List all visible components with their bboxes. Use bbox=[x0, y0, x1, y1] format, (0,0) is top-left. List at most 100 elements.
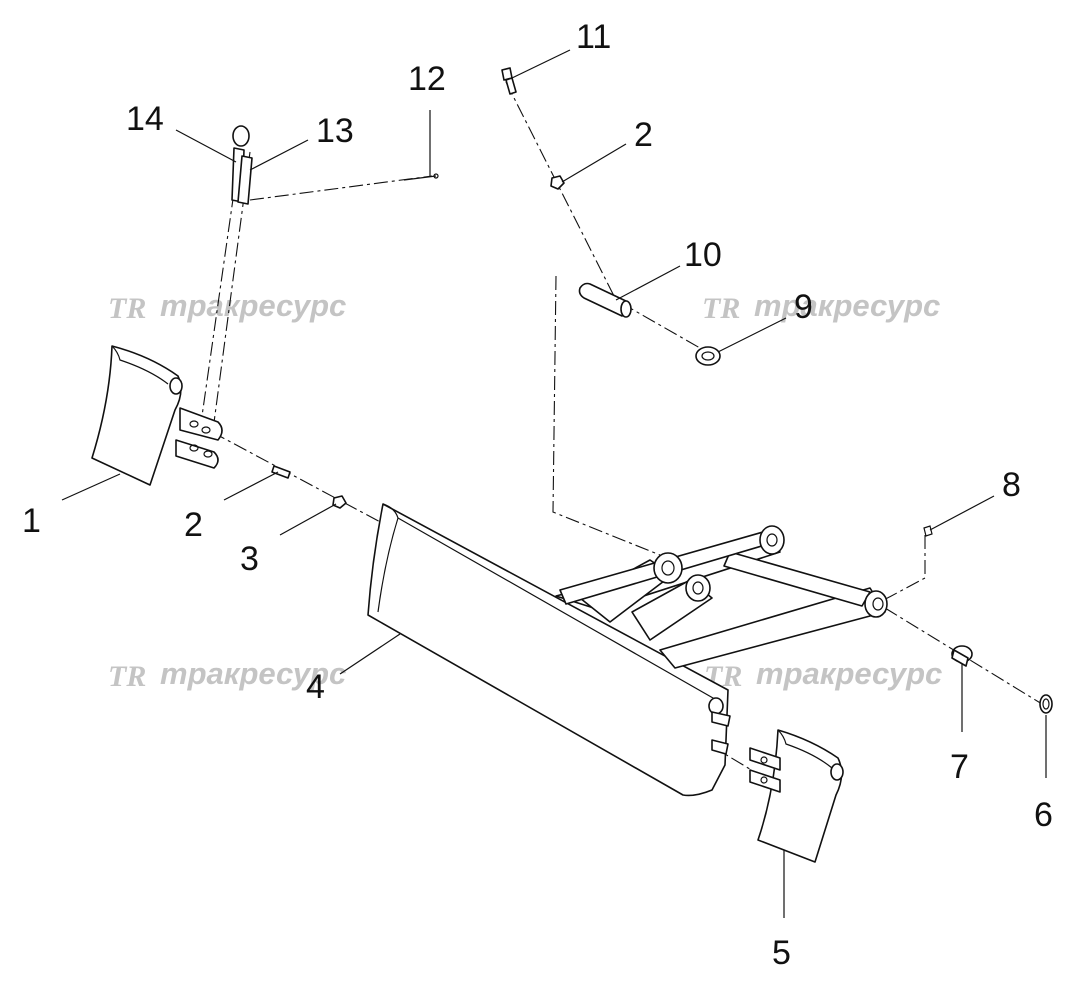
washer-9-outer bbox=[695, 346, 721, 366]
leader-11 bbox=[511, 49, 571, 79]
frame-eye-top bbox=[759, 525, 785, 555]
blade-bracket bbox=[711, 739, 729, 755]
cotter-pin-12-shape bbox=[403, 175, 437, 181]
cotter-pin-12-head bbox=[433, 173, 439, 179]
right-endbit-edge bbox=[777, 729, 833, 769]
left-endbit-bracket-hole-2 bbox=[201, 426, 211, 434]
spacer-7-body bbox=[951, 649, 969, 667]
part-nut-2-top bbox=[550, 175, 565, 190]
bolt-2-lower-shape bbox=[271, 465, 291, 479]
right-endbit-hole bbox=[830, 763, 844, 781]
left-endbit-edge bbox=[111, 345, 169, 385]
left-endbit-bracket-hole-4 bbox=[203, 450, 213, 458]
frame-eye-left bbox=[653, 552, 683, 584]
left-endbit-bracket-top bbox=[179, 407, 223, 441]
callout-2-top: 2 bbox=[634, 116, 653, 154]
leader-13 bbox=[249, 139, 309, 171]
frame-eye-top-hole bbox=[766, 533, 778, 547]
callout-12: 12 bbox=[408, 60, 446, 98]
leader-4 bbox=[339, 633, 401, 675]
right-endbit-bracket-bottom bbox=[749, 769, 781, 793]
callout-7: 7 bbox=[950, 748, 969, 786]
callout-6: 6 bbox=[1034, 796, 1053, 834]
frame-eye-right-hole bbox=[872, 597, 884, 611]
left-endbit-bracket-bottom bbox=[175, 439, 219, 469]
left-endbit-bracket-hole bbox=[189, 420, 199, 428]
watermark-bottom-right: TR тракресурс bbox=[704, 656, 942, 693]
leader-9 bbox=[717, 317, 787, 353]
part-left-endbit bbox=[91, 345, 223, 486]
right-endbit-bracket-top bbox=[749, 747, 781, 771]
ring-6-outer bbox=[1039, 694, 1053, 714]
left-endbit-body bbox=[91, 345, 182, 486]
frame-eye-left-hole bbox=[661, 560, 675, 576]
watermark-bottom-left: TR тракресурс bbox=[108, 656, 346, 693]
callout-13: 13 bbox=[316, 112, 354, 150]
frame-cross-tube bbox=[723, 551, 871, 607]
leader-1 bbox=[61, 473, 121, 501]
part-bolt-11 bbox=[501, 67, 517, 95]
callout-8: 8 bbox=[1002, 466, 1021, 504]
frame-eye-mid bbox=[685, 574, 711, 602]
part-clip-8 bbox=[923, 525, 933, 537]
watermark-top-left: TR тракресурс bbox=[108, 288, 346, 325]
pin-10-end bbox=[620, 300, 632, 318]
blade-top-edge bbox=[382, 503, 721, 703]
leader-3 bbox=[279, 503, 337, 536]
callout-5: 5 bbox=[772, 934, 791, 972]
blade-bracket-upper bbox=[711, 711, 731, 727]
part-right-endbit bbox=[749, 729, 844, 863]
axis-pivot-bolt bbox=[211, 431, 385, 525]
frame-eye-right bbox=[864, 590, 888, 618]
callout-14: 14 bbox=[126, 100, 164, 138]
part-washer-9 bbox=[695, 346, 721, 366]
part-bolt-2-lower bbox=[271, 465, 291, 479]
watermark-top-right: TR тракресурс bbox=[702, 288, 940, 325]
watermark-text: тракресурс bbox=[160, 288, 346, 323]
watermark-text: тракресурс bbox=[754, 288, 940, 323]
watermark-logo: TR bbox=[108, 292, 146, 325]
part-cotter-pin-12 bbox=[403, 173, 439, 181]
axis-upper-bolt bbox=[505, 81, 701, 349]
left-endbit-hole bbox=[169, 377, 183, 395]
callout-10: 10 bbox=[684, 236, 722, 274]
lift-pin-body-2 bbox=[237, 155, 253, 205]
axis-clip bbox=[879, 535, 926, 603]
washer-9-inner bbox=[701, 351, 715, 361]
callout-4: 4 bbox=[306, 668, 325, 706]
part-blade bbox=[367, 503, 731, 797]
leader-2 bbox=[223, 471, 279, 501]
watermark-logo: TR bbox=[108, 660, 146, 693]
right-endbit-bracket-hole-2 bbox=[760, 776, 768, 784]
watermark-text: тракресурс bbox=[160, 656, 346, 691]
leader-10 bbox=[615, 265, 681, 301]
left-endbit-bracket-hole-3 bbox=[189, 444, 199, 452]
clip-8-shape bbox=[923, 525, 933, 537]
callout-numbers: 1 2 2 3 4 5 6 7 8 9 10 11 12 13 14 bbox=[22, 18, 1053, 972]
blade-end-hole bbox=[708, 697, 724, 715]
nut-3-shape bbox=[332, 495, 347, 509]
callout-9: 9 bbox=[794, 288, 813, 326]
right-endbit-bracket-hole bbox=[760, 756, 768, 764]
frame-eye-mid-hole bbox=[692, 581, 704, 595]
callout-3: 3 bbox=[240, 540, 259, 578]
watermark-text: тракресурс bbox=[756, 656, 942, 691]
leader-8 bbox=[929, 495, 995, 531]
callout-2: 2 bbox=[184, 506, 203, 544]
callout-1: 1 bbox=[22, 502, 41, 540]
leader-lines bbox=[61, 49, 1047, 918]
part-nut-3 bbox=[332, 495, 347, 509]
lift-pin-ring bbox=[232, 125, 250, 147]
bolt-11-shank bbox=[505, 77, 517, 95]
part-push-frame bbox=[555, 525, 888, 669]
part-pin-10 bbox=[578, 282, 632, 318]
part-lift-pin bbox=[231, 125, 253, 205]
part-ring-6 bbox=[1039, 694, 1053, 714]
leader-2-top bbox=[561, 143, 627, 183]
nut-2-top-shape bbox=[550, 175, 565, 190]
axis-cotter-pin bbox=[249, 175, 433, 201]
blade-face bbox=[367, 503, 729, 797]
part-spacer-7 bbox=[951, 645, 973, 667]
blade-curve-edge bbox=[377, 517, 399, 613]
